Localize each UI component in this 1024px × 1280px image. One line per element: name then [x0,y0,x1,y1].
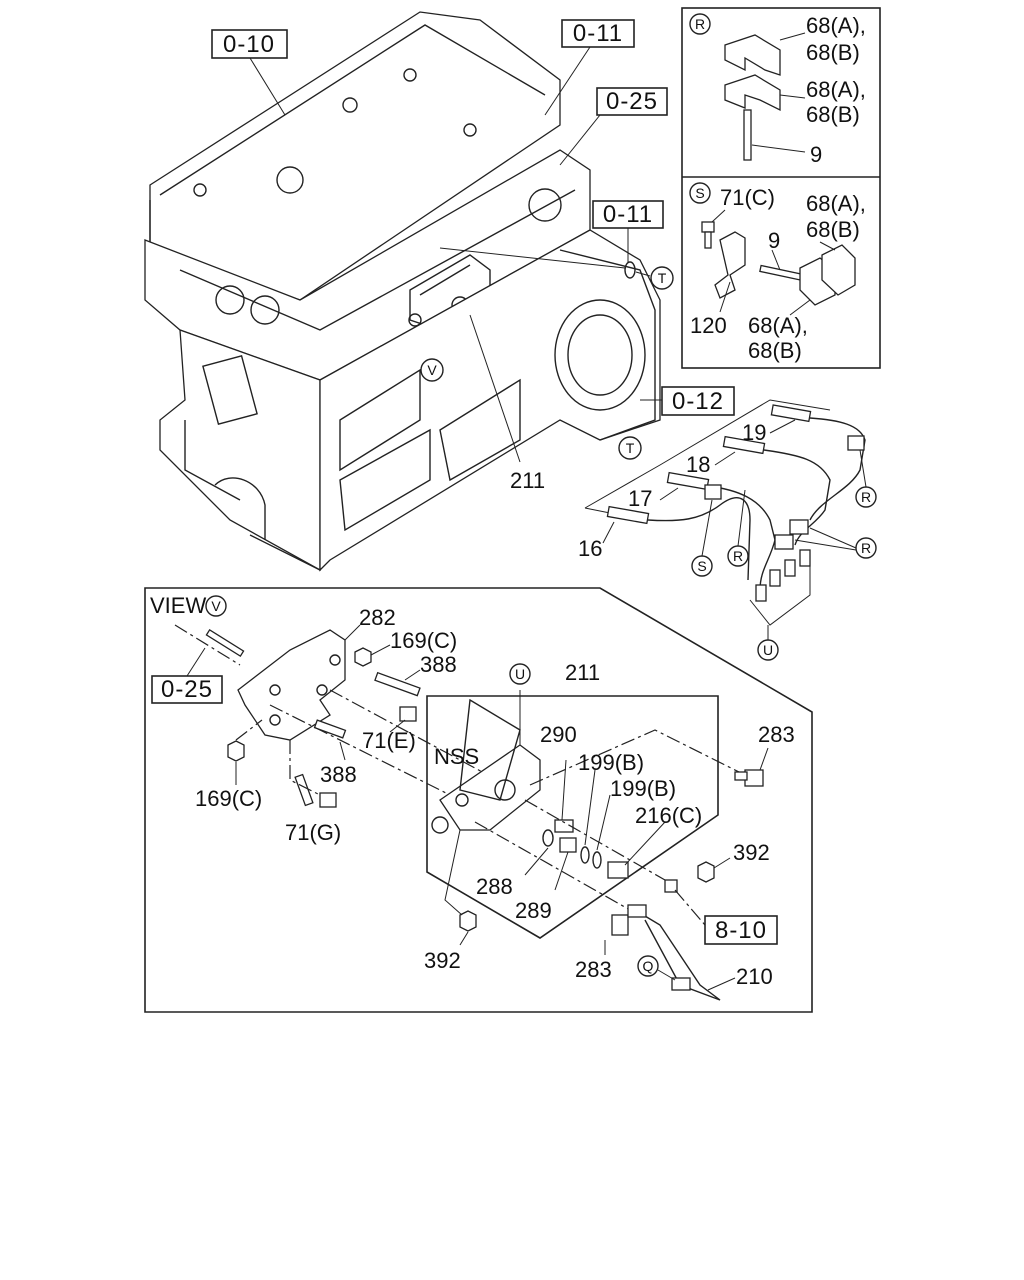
svg-text:V: V [211,598,221,614]
ref-0-25-top-text: 0-25 [606,88,658,115]
svg-text:169(C): 169(C) [390,628,457,653]
svg-text:290: 290 [540,722,577,747]
ref-8-10-text: 8-10 [715,917,767,944]
svg-text:18: 18 [686,452,710,477]
svg-text:289: 289 [515,898,552,923]
label-211-top: 211 [510,468,545,493]
svg-text:R: R [733,548,743,564]
svg-text:U: U [763,642,773,658]
svg-text:68(B): 68(B) [748,338,802,363]
svg-text:U: U [515,666,525,682]
ref-0-10-text: 0-10 [223,31,275,58]
svg-text:NSS: NSS [434,744,479,769]
svg-text:68(A),: 68(A), [806,77,866,102]
svg-text:V: V [427,362,437,378]
svg-text:199(B): 199(B) [610,776,676,801]
marker-u-pipe: U [757,639,779,661]
svg-text:68(A),: 68(A), [806,191,866,216]
svg-text:169(C): 169(C) [195,786,262,811]
ref-box-0-25-view[interactable]: 0-25 [151,675,223,704]
marker-r-pipe-2: R [727,545,749,567]
svg-text:68(B): 68(B) [806,217,860,242]
svg-text:71(E): 71(E) [362,728,416,753]
svg-text:R: R [861,540,871,556]
svg-text:R: R [695,16,705,32]
svg-text:71(G): 71(G) [285,820,341,845]
svg-text:282: 282 [359,605,396,630]
marker-r-detail: R [689,13,711,35]
marker-t-engine: T [650,266,674,290]
ref-box-0-11-mid[interactable]: 0-11 [592,200,664,229]
marker-q: Q [637,955,659,977]
svg-text:283: 283 [575,957,612,982]
svg-text:68(A),: 68(A), [748,313,808,338]
ref-0-12-text: 0-12 [672,388,724,415]
marker-r-pipe-3: R [855,537,877,559]
svg-text:17: 17 [628,486,652,511]
ref-box-0-12[interactable]: 0-12 [661,386,735,416]
svg-text:288: 288 [476,874,513,899]
marker-r-pipe-1: R [855,486,877,508]
svg-text:388: 388 [420,652,457,677]
marker-v: V [420,358,444,382]
detail-r-s-panel: R 68(A), 68(B) 68(A), 68(B) 9 S 71(C) 12… [681,7,881,369]
svg-text:9: 9 [768,228,780,253]
svg-text:R: R [861,489,871,505]
injection-pipes [584,399,866,626]
svg-text:392: 392 [733,840,770,865]
ref-box-0-11-top[interactable]: 0-11 [561,19,635,48]
svg-text:68(A),: 68(A), [806,13,866,38]
svg-text:S: S [697,558,706,574]
svg-text:9: 9 [810,142,822,167]
svg-text:19: 19 [742,420,766,445]
view-v-panel: VIEW V [144,587,813,1013]
marker-s-detail: S [689,182,711,204]
ref-0-11-mid-text: 0-11 [603,201,653,228]
ref-box-0-10[interactable]: 0-10 [211,29,288,59]
ref-box-8-10[interactable]: 8-10 [704,915,778,945]
engine-block-illustration [144,11,661,572]
svg-text:T: T [658,270,667,286]
svg-text:388: 388 [320,762,357,787]
ref-box-0-25-top[interactable]: 0-25 [596,87,668,116]
svg-text:199(B): 199(B) [578,750,644,775]
svg-text:T: T [626,440,635,456]
svg-text:283: 283 [758,722,795,747]
svg-text:68(B): 68(B) [806,102,860,127]
svg-text:16: 16 [578,536,602,561]
svg-text:Q: Q [643,958,654,974]
ref-0-25-view-text: 0-25 [161,676,213,703]
marker-t-pipes: T [618,436,642,460]
svg-text:68(B): 68(B) [806,40,860,65]
svg-text:392: 392 [424,948,461,973]
ref-0-11-top-text: 0-11 [573,20,623,47]
marker-u-view: U [509,663,531,685]
svg-text:VIEW: VIEW [150,593,206,618]
marker-s-pipe: S [691,555,713,577]
svg-text:210: 210 [736,964,773,989]
svg-text:216(C): 216(C) [635,803,702,828]
svg-text:211: 211 [565,660,600,685]
svg-text:S: S [695,185,704,201]
svg-text:71(C): 71(C) [720,185,775,210]
marker-v-view: V [205,595,227,617]
svg-text:120: 120 [690,313,727,338]
